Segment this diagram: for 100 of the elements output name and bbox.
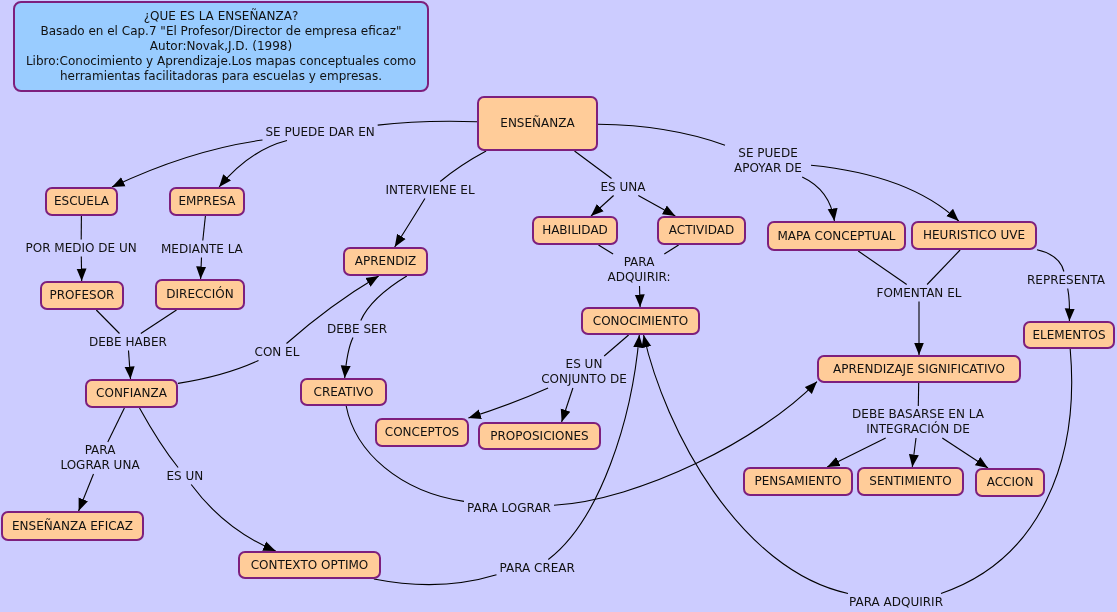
connector-line (597, 244, 614, 255)
linking-phrase: DEBE SER (324, 320, 390, 338)
arrow (111, 139, 264, 188)
arrow (560, 387, 574, 423)
concept-label: CONCEPTOS (384, 425, 460, 440)
concept-label: ESCUELA (53, 194, 110, 209)
connector-line (202, 215, 206, 242)
concept-box (581, 307, 700, 335)
connector-line (140, 309, 178, 335)
concept-label: CONFIANZA (96, 386, 167, 401)
concept-label: SENTIMIENTO (869, 474, 952, 489)
concept-label: MAPA CONCEPTUAL (777, 228, 896, 244)
arrow (801, 176, 838, 222)
linking-phrase: FOMENTAN EL (873, 284, 965, 302)
linking-phrase: SE PUEDE DAR EN (262, 123, 378, 141)
arrow (78, 473, 95, 512)
connector-line (857, 250, 908, 286)
connector-line (917, 382, 920, 407)
concept-label: CONTEXTO OPTIMO (250, 557, 369, 573)
concept-label: CONOCIMIENTO (592, 313, 689, 329)
concept-label: CREATIVO (313, 384, 374, 400)
arrow (218, 139, 288, 188)
connector-line (603, 334, 630, 357)
info-line: Basado en el Cap.7 "El Profesor/Director de empresa eficaz" (40, 24, 402, 39)
connector-line (80, 215, 82, 241)
concept-label: PROPOSICIONES (490, 428, 589, 444)
linking-phrase: POR MEDIO DE UN (22, 239, 140, 257)
arrow (124, 349, 135, 380)
arrow (340, 336, 354, 379)
arrow (637, 194, 676, 217)
connector-line (597, 123, 726, 146)
arrow (810, 164, 960, 222)
concept-box (375, 418, 469, 447)
concept-box (911, 221, 1037, 250)
connector-line (377, 120, 478, 126)
connector-line (107, 407, 125, 443)
concept-box (657, 216, 746, 245)
arrow (76, 255, 87, 282)
concept-label: APRENDIZAJE SIGNIFICATIVO (833, 361, 1005, 377)
concept-box (169, 187, 245, 216)
concept-label: DIRECCIÓN (166, 287, 234, 302)
linking-phrase: CON EL (251, 343, 303, 361)
concept-box (1, 511, 144, 541)
arrow (547, 334, 643, 561)
arrow (467, 387, 549, 419)
concept-box (857, 467, 964, 496)
concept-label: ENSEÑANZA (500, 116, 575, 131)
concept-label: PROFESOR (49, 288, 115, 303)
arrow (196, 256, 207, 280)
arrow (590, 194, 615, 217)
connector-line (926, 249, 961, 286)
info-heading: ¿QUE ES LA ENSEÑANZA? (143, 9, 299, 24)
arrow (190, 483, 277, 552)
linking-phrase: PARA CREAR (496, 559, 578, 577)
concept-label: ELEMENTOS (1032, 327, 1106, 343)
concept-label: EMPRESA (178, 194, 236, 209)
concept-box (343, 247, 428, 276)
info-line: Autor:Novak,J.D. (1998) (149, 39, 293, 54)
info-line: Libro:Conocimiento y Aprendizaje.Los mapas conceptuales como herramientas facilitadoras para escuelas y empresas. (24, 54, 418, 84)
concept-box (532, 216, 618, 245)
linking-phrase: INTERVIENE EL (382, 181, 478, 199)
linking-phrase: PARA LOGRAR (464, 499, 554, 517)
concept-label: ACCION (986, 475, 1034, 490)
connector-line (663, 244, 680, 255)
linking-phrase: MEDIANTE LA (158, 240, 246, 258)
connector-line (373, 574, 498, 586)
connector-line (573, 150, 613, 180)
concept-box (85, 379, 178, 408)
connector-line (439, 150, 487, 183)
linking-phrase: ES UN CONJUNTO DE (533, 356, 635, 388)
connector-line (1036, 249, 1065, 273)
concept-box (40, 281, 124, 310)
connector-line (95, 309, 121, 335)
linking-phrase: PARA ADQUIRIR: (600, 254, 678, 286)
connector-line (177, 359, 260, 384)
concept-box (155, 279, 245, 310)
linking-phrase: ES UNA (597, 178, 649, 196)
concept-box (975, 468, 1045, 497)
arrow (914, 300, 924, 356)
linking-phrase: REPRESENTA (1024, 271, 1108, 289)
arrow (553, 381, 818, 506)
arrow (941, 437, 989, 469)
concept-box (477, 96, 598, 151)
connector-line (940, 348, 1073, 595)
concept-box (238, 551, 381, 579)
concept-label: HEURISTICO UVE (923, 228, 1025, 243)
concept-label: APRENDIZ (354, 254, 417, 269)
linking-phrase: DEBE BASARSE EN LA INTEGRACIÓN DE (845, 406, 991, 438)
concept-box (767, 221, 906, 251)
info-box (13, 1, 429, 92)
linking-phrase: PARA LOGRAR UNA (55, 442, 145, 474)
concept-label: ENSEÑANZA EFICAZ (12, 518, 133, 534)
concept-box (1023, 321, 1115, 349)
linking-phrase: PARA ADQUIRIR (846, 593, 946, 611)
connector-line (345, 405, 465, 502)
arrow (285, 275, 380, 345)
concept-box (817, 355, 1021, 383)
concept-box (743, 467, 853, 496)
arrow (641, 334, 849, 595)
concept-label: PENSAMIENTO (754, 474, 842, 489)
